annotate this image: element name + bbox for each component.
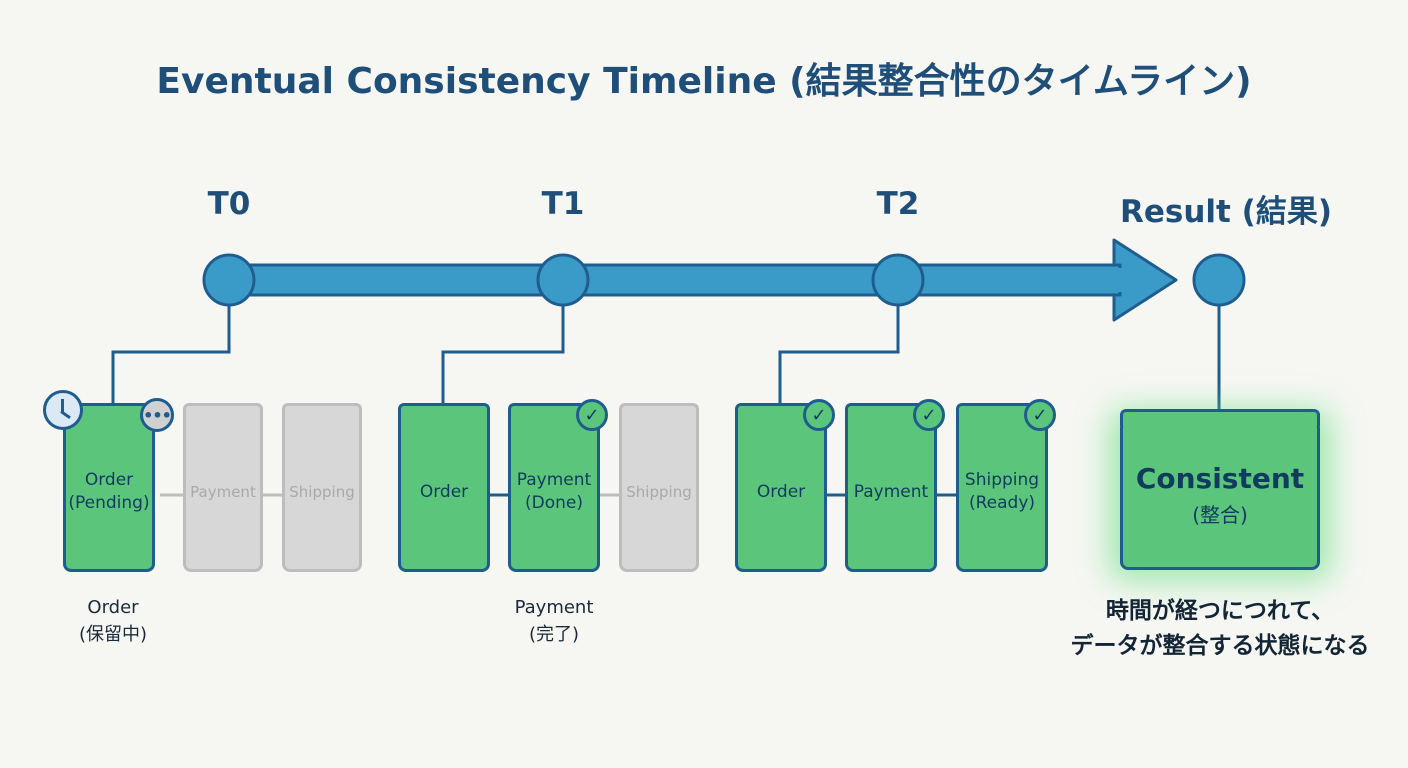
tick-label-result: Result (結果) [1120,194,1332,230]
timeline-node-result [1192,253,1246,307]
t1-order-label: Order [419,481,469,502]
result-summary-line1: 時間が経つにつれて、 [1105,598,1335,624]
result-summary-line2: データが整合する状態になる [1070,632,1370,659]
t1-order-card: Order [398,403,490,572]
check-icon: ✓ [576,399,608,431]
t2-shipping-card: Shipping(Ready) [956,403,1048,572]
t0-payment-label: Payment [190,482,256,501]
tick-label-t2: T2 [876,186,920,222]
t0-caption: Order (保留中) [53,594,173,648]
t1-caption-line1: Payment [514,597,594,618]
ellipsis-icon: ••• [140,398,174,432]
t0-payment-card: Payment [183,403,263,572]
t0-shipping-label: Shipping [289,482,355,501]
t1-shipping-card: Shipping [619,403,699,572]
t1-caption-line2: (完了) [528,624,580,645]
t0-shipping-card: Shipping [282,403,362,572]
connector-t0 [111,304,231,412]
timeline-arrowhead [1112,238,1178,322]
t0-order-label: Order [84,470,134,491]
t0-order-status: (Pending) [68,493,150,513]
t2-payment-label: Payment [853,481,929,502]
t2-payment-card: Payment [845,403,937,572]
check-icon: ✓ [913,399,945,431]
result-card: Consistent (整合) [1120,409,1320,570]
t1-payment-status: (Done) [525,493,583,513]
t1-payment-label: Payment [516,470,592,491]
timeline-node-t1 [536,253,590,307]
t0-caption-line1: Order [87,597,139,618]
result-sub-label: (整合) [1192,503,1248,527]
result-main-label: Consistent [1135,462,1305,495]
t0-order-card: Order(Pending) [63,403,155,572]
check-icon: ✓ [803,399,835,431]
tick-label-t0: T0 [207,186,251,222]
connector-t2 [778,304,900,412]
t0-caption-line2: (保留中) [78,624,148,645]
t1-caption: Payment (完了) [494,594,614,648]
timeline-node-t0 [202,253,256,307]
check-icon: ✓ [1024,399,1056,431]
t2-shipping-label: Shipping [964,470,1040,491]
tick-label-t1: T1 [541,186,585,222]
t2-shipping-status: (Ready) [968,493,1036,513]
t1-shipping-label: Shipping [626,482,692,501]
t2-order-card: Order [735,403,827,572]
result-summary: 時間が経つにつれて、 データが整合する状態になる [1040,594,1400,663]
t2-order-label: Order [756,481,806,502]
timeline-bar [224,263,1128,297]
diagram-title: Eventual Consistency Timeline (結果整合性のタイム… [156,61,1252,102]
connector-t1 [441,304,565,412]
clock-icon [43,390,83,430]
t1-payment-card: Payment(Done) [508,403,600,572]
timeline-node-t2 [871,253,925,307]
